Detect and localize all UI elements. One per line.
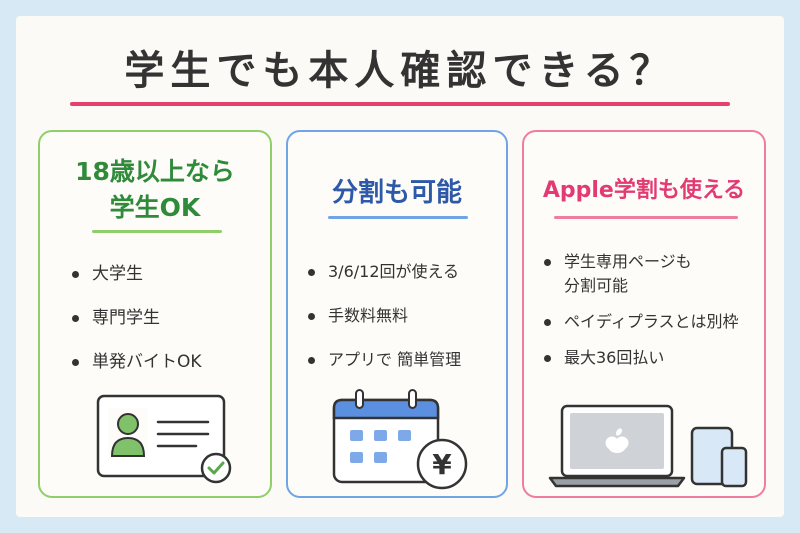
card-title: Apple学割も使える: [542, 178, 746, 203]
card-title: 分割も可能: [331, 178, 462, 208]
list-item: 単発バイトOK: [70, 350, 202, 374]
card-items: 大学生 専門学生 単発バイトOK: [70, 262, 202, 394]
card-title-underline: [328, 216, 468, 219]
list-item: 手数料無料: [306, 304, 461, 328]
card-title-underline: [92, 230, 222, 233]
card-installments: 分割も可能 3/6/12回が使える 手数料無料 アプリで 簡単管理 ¥: [286, 130, 508, 498]
card-title-line1: 18歳以上なら: [75, 157, 235, 186]
calendar-yen-icon: ¥: [332, 389, 468, 490]
list-item: 3/6/12回が使える: [306, 260, 461, 284]
page-title: 学生でも本人確認できる？: [124, 48, 676, 94]
title-underline: [70, 102, 730, 106]
list-item: アプリで 簡単管理: [306, 348, 461, 372]
card-title-line2: 学生OK: [109, 193, 201, 222]
apple-logo-icon: [605, 428, 629, 453]
card-items: 3/6/12回が使える 手数料無料 アプリで 簡単管理: [306, 260, 461, 392]
card-items: 学生専用ページも 分割可能 ペイディプラスとは別枠 最大36回払い: [542, 250, 758, 382]
apple-devices-icon: [548, 404, 748, 488]
list-item: 学生専用ページも 分割可能: [542, 250, 758, 298]
card-student-eligibility: 18歳以上なら 学生OK 大学生 専門学生 単発バイトOK: [38, 130, 272, 498]
list-item: ペイディプラスとは別枠: [542, 310, 758, 334]
svg-text:¥: ¥: [432, 448, 452, 481]
infographic-frame: 学生でも本人確認できる？ 18歳以上なら 学生OK 大学生 専門学生 単発バイト…: [16, 16, 784, 517]
list-item: 最大36回払い: [542, 346, 758, 370]
card-apple-student: Apple学割も使える 学生専用ページも 分割可能 ペイディプラスとは別枠 最大…: [522, 130, 766, 498]
list-item: 大学生: [70, 262, 202, 286]
card-title: 18歳以上なら 学生OK: [40, 154, 270, 226]
list-item: 専門学生: [70, 306, 202, 330]
card-title-underline: [554, 216, 738, 219]
id-card-icon: [96, 394, 232, 484]
